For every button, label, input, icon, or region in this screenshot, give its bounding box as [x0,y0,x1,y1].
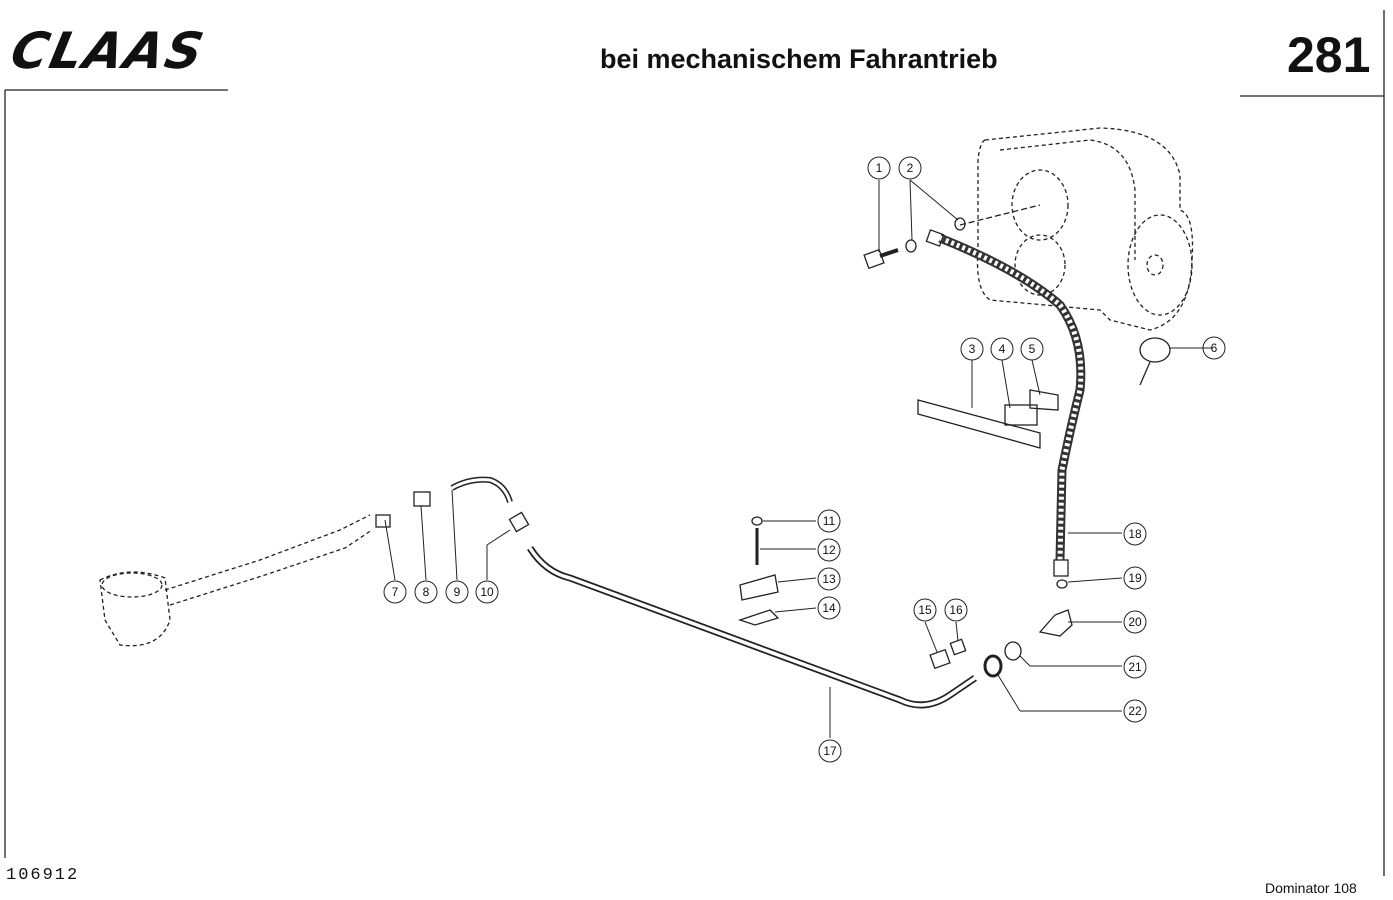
callout-number: 13 [822,572,836,586]
leader-lines [384,179,1213,738]
callout-number: 19 [1128,571,1142,585]
cable-tie-6 [1139,337,1171,386]
page-title: bei mechanischem Fahrantrieb [600,44,998,74]
bracket-3 [917,399,1041,449]
callout-number: 17 [823,744,837,758]
oil-tank [99,514,373,647]
washer-21 [1004,641,1022,661]
callout-number: 6 [1211,341,1218,355]
callout-number: 7 [392,585,399,599]
bolt-1 [863,248,899,270]
callout-number: 3 [969,342,976,356]
callout-number: 18 [1128,527,1142,541]
callout-number: 1 [876,161,883,175]
fitting-10 [508,511,530,533]
callout-labels: 1 2 3 4 5 6 7 8 9 10 11 12 13 1 [383,156,1226,763]
axis-line [959,204,1041,226]
callout-number: 21 [1128,660,1142,674]
clip-5 [1029,389,1059,411]
hose-18 [925,229,1086,577]
callout-number: 11 [823,514,836,528]
callout-number: 9 [454,585,461,599]
washer-2b [954,217,966,231]
banjo-20 [1038,609,1073,637]
washer-2 [905,239,917,253]
clamp-14 [737,609,780,626]
o-ring-19 [1056,579,1068,589]
callout-number: 15 [918,603,932,617]
fitting-8 [413,491,431,507]
nut-11 [751,516,763,526]
callout-number: 12 [822,543,836,557]
clamp-13 [739,574,779,601]
callout-number: 14 [822,601,836,615]
callout-number: 2 [907,161,914,175]
document-id: 106912 [6,866,80,885]
fitting-15 [929,648,951,670]
callout-number: 5 [1029,342,1036,356]
fitting-7 [375,514,391,528]
clamp-4 [1004,404,1038,426]
callout-number: 10 [480,585,494,599]
page-number: 281 [1287,27,1371,83]
machine-model: Dominator 108 [1265,880,1357,896]
pipe-17 [527,546,977,709]
callout-number: 8 [423,585,430,599]
gearbox-housing [976,127,1194,331]
fitting-16 [949,638,967,656]
nut-22 [983,654,1003,678]
callout-number: 22 [1128,704,1142,718]
callout-circle [867,156,891,180]
callout-number: 4 [999,342,1006,356]
callout-number: 20 [1128,615,1142,629]
pipe-9 [450,476,513,503]
callout-number: 16 [949,603,963,617]
frame-lines [4,10,1385,876]
